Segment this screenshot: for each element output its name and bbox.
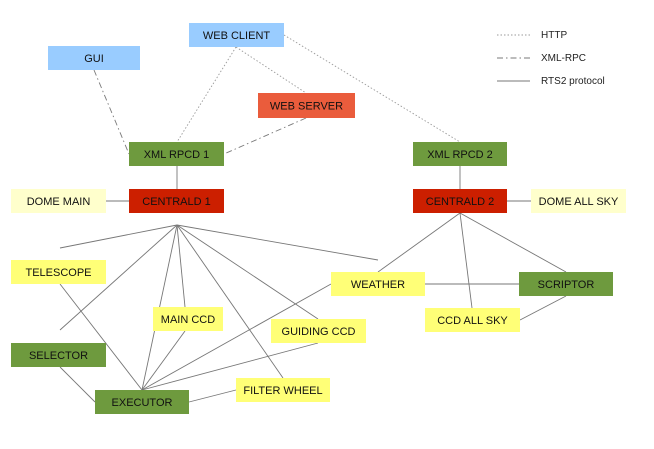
node-label-scriptor: SCRIPTOR	[538, 279, 595, 291]
node-box-weather	[331, 272, 425, 296]
legend-label-http: HTTP	[541, 30, 567, 41]
node-label-selector: SELECTOR	[29, 350, 88, 362]
node-box-centrald-2	[413, 189, 507, 213]
node-box-guiding-ccd	[271, 319, 366, 343]
node-box-xml-rpcd-2	[413, 142, 507, 166]
node-executor: EXECUTOR	[95, 390, 189, 414]
edge-centrald-2-to-weather	[377, 212, 461, 273]
node-label-ccd-all-sky: CCD ALL SKY	[437, 315, 508, 327]
edge-web-client-to-xml-rpcd-1	[176, 46, 237, 143]
node-selector: SELECTOR	[11, 343, 106, 367]
node-dome-all-sky: DOME ALL SKY	[531, 189, 626, 213]
edge-centrald-2-to-ccd-all-sky	[459, 212, 473, 309]
node-box-telescope	[11, 260, 106, 284]
edge-guiding-ccd-to-executor	[141, 342, 319, 391]
edge-selector-to-executor	[59, 366, 96, 403]
node-label-guiding-ccd: GUIDING CCD	[282, 326, 356, 338]
node-label-executor: EXECUTOR	[112, 397, 173, 409]
node-centrald-2: CENTRALD 2	[413, 189, 507, 213]
node-label-web-client: WEB CLIENT	[203, 30, 271, 42]
node-box-gui	[48, 46, 140, 70]
nodes-layer: WEB CLIENT GUI WEB SERVER XML RPCD 1 XML RPC…	[11, 23, 626, 414]
node-label-xml-rpcd-2: XML RPCD 2	[427, 149, 493, 161]
node-box-dome-main	[11, 189, 106, 213]
edge-centrald-1-to-filter-wheel	[176, 224, 284, 379]
node-box-filter-wheel	[236, 378, 330, 402]
node-box-scriptor	[519, 272, 613, 296]
edge-weather-to-executor	[141, 283, 332, 391]
edge-centrald-2-to-scriptor	[459, 212, 567, 273]
node-guiding-ccd: GUIDING CCD	[271, 319, 366, 343]
node-label-dome-main: DOME MAIN	[27, 196, 91, 208]
edge-centrald-1-to-selector	[59, 224, 178, 331]
legend-label-rts2: RTS2 protocol	[541, 76, 605, 87]
node-box-centrald-1	[129, 189, 224, 213]
node-web-client: WEB CLIENT	[189, 23, 284, 47]
node-label-centrald-1: CENTRALD 1	[142, 196, 210, 208]
legend: HTTP XML-RPC RTS2 protocol	[497, 30, 605, 87]
node-label-xml-rpcd-1: XML RPCD 1	[144, 149, 210, 161]
node-filter-wheel: FILTER WHEEL	[236, 378, 330, 402]
edge-centrald-1-to-telescope	[59, 224, 178, 249]
edge-centrald-1-to-weather	[176, 224, 379, 261]
edge-web-client-to-web-server	[235, 46, 307, 94]
node-xml-rpcd-1: XML RPCD 1	[129, 142, 224, 166]
edge-telescope-to-executor	[59, 283, 143, 391]
legend-label-xmlrpc: XML-RPC	[541, 53, 586, 64]
node-label-telescope: TELESCOPE	[25, 267, 91, 279]
edge-scriptor-to-ccd-all-sky	[519, 295, 567, 321]
node-box-web-client	[189, 23, 284, 47]
node-label-web-server: WEB SERVER	[270, 101, 343, 113]
node-label-main-ccd: MAIN CCD	[161, 314, 215, 326]
node-label-gui: GUI	[84, 53, 104, 65]
node-label-centrald-2: CENTRALD 2	[426, 196, 494, 208]
node-telescope: TELESCOPE	[11, 260, 106, 284]
edge-web-client-to-xml-rpcd-2	[283, 34, 461, 143]
node-box-xml-rpcd-1	[129, 142, 224, 166]
node-centrald-1: CENTRALD 1	[129, 189, 224, 213]
node-dome-main: DOME MAIN	[11, 189, 106, 213]
node-box-executor	[95, 390, 189, 414]
edge-main-ccd-to-executor	[141, 330, 186, 391]
edges-layer	[59, 34, 567, 403]
node-gui: GUI	[48, 46, 140, 70]
edge-gui-to-xml-rpcd-1	[93, 69, 130, 155]
edge-filter-wheel-to-executor	[188, 389, 237, 403]
node-box-web-server	[258, 93, 355, 118]
node-box-main-ccd	[153, 307, 223, 331]
node-label-dome-all-sky: DOME ALL SKY	[539, 196, 619, 208]
node-box-ccd-all-sky	[425, 308, 520, 332]
node-scriptor: SCRIPTOR	[519, 272, 613, 296]
node-web-server: WEB SERVER	[258, 93, 355, 118]
node-box-selector	[11, 343, 106, 367]
node-label-filter-wheel: FILTER WHEEL	[243, 385, 322, 397]
node-label-weather: WEATHER	[351, 279, 405, 291]
node-xml-rpcd-2: XML RPCD 2	[413, 142, 507, 166]
node-box-dome-all-sky	[531, 189, 626, 213]
edge-centrald-1-to-main-ccd	[176, 224, 186, 308]
edge-web-server-to-xml-rpcd-1	[223, 117, 307, 155]
node-weather: WEATHER	[331, 272, 425, 296]
node-ccd-all-sky: CCD ALL SKY	[425, 308, 520, 332]
edge-centrald-1-to-guiding-ccd	[176, 224, 319, 320]
node-main-ccd: MAIN CCD	[153, 307, 223, 331]
